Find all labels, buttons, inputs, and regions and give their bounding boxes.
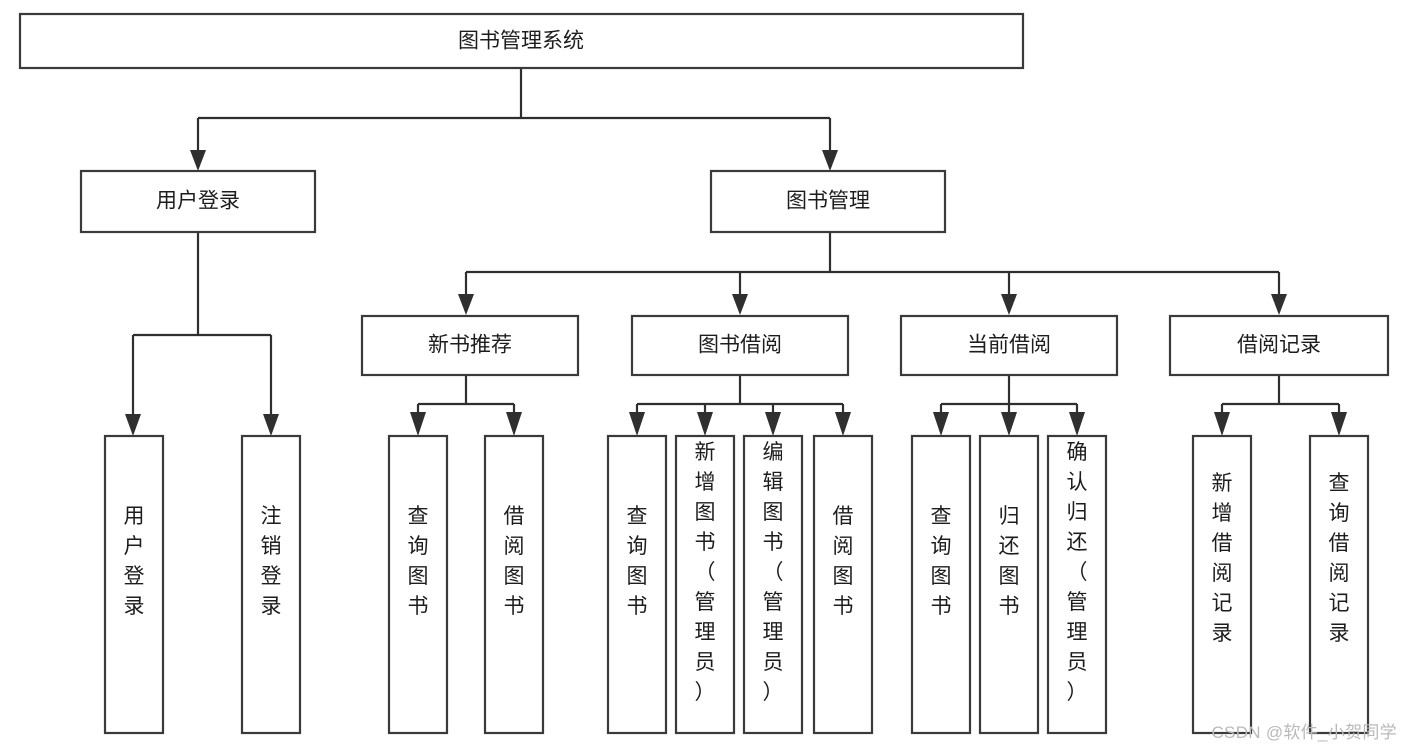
leaf-node-borrow-book-rec[interactable]: 借阅图书 [483,434,545,735]
leaf-query-book-borrow-box[interactable] [606,434,668,735]
arrow-head-current-leaf2 [1001,412,1017,436]
node-book-borrow[interactable]: 图书借阅 [630,314,850,377]
arrow-head-book-manage [822,150,838,171]
leaf-return-book-box[interactable] [978,434,1040,735]
leaf-query-book-borrow-label: 查询图书 [627,505,648,618]
connector-group-root [190,68,838,171]
connector-group-book-borrow [629,375,851,436]
node-user-login-box[interactable] [79,169,317,234]
node-borrow-record-box[interactable] [1168,314,1390,377]
connector-group-current-borrow [933,375,1085,436]
node-book-borrow-label: 图书借阅 [698,334,782,357]
node-current-borrow-label: 当前借阅 [967,334,1051,357]
leaf-query-borrow-record-label: 查询借阅记录 [1329,472,1350,645]
arrow-head-borrow-leaf3 [765,412,781,436]
leaf-node-logout[interactable]: 注销登录 [240,434,302,735]
leaf-return-book-label: 归还图书 [999,505,1020,618]
leaf-edit-book-admin-label: 编辑图书（管理员） [763,441,784,704]
connector-group-book-manage [458,232,1287,315]
leaf-node-user-login[interactable]: 用户登录 [103,434,165,735]
leaf-borrow-book-rec-box[interactable] [483,434,545,735]
leaf-node-query-book-current[interactable]: 查询图书 [910,434,972,735]
node-user-login[interactable]: 用户登录 [79,169,317,234]
leaf-edit-book-admin-box[interactable] [742,434,804,735]
node-new-book-recommend[interactable]: 新书推荐 [360,314,580,377]
leaf-user-login-label: 用户登录 [124,505,145,618]
node-user-login-label: 用户登录 [156,190,240,213]
leaf-logout-label: 注销登录 [261,505,282,618]
leaf-confirm-return-admin-label: 确认归还（管理员） [1067,441,1088,704]
leaf-node-query-book-borrow[interactable]: 查询图书 [606,434,668,735]
node-book-management-box[interactable] [709,169,947,234]
node-book-management[interactable]: 图书管理 [709,169,947,234]
leaf-node-add-borrow-record[interactable]: 新增借阅记录 [1191,434,1253,735]
leaf-logout-box[interactable] [240,434,302,735]
node-root-box[interactable] [18,12,1025,70]
arrow-head-borrow-record [1271,294,1287,315]
arrow-head-current-borrow [1001,294,1017,315]
node-root-system[interactable]: 图书管理系统 [18,12,1025,70]
leaf-node-query-borrow-record[interactable]: 查询借阅记录 [1308,434,1370,735]
arrow-head-borrow-leaf4 [835,412,851,436]
node-current-borrow[interactable]: 当前借阅 [899,314,1119,377]
arrow-head-current-leaf3 [1069,412,1085,436]
connector-group-new-book-rec [410,375,522,436]
arrow-head-leaf-user-login [125,414,141,436]
node-current-borrow-box[interactable] [899,314,1119,377]
leaf-add-book-admin-label: 新增图书（管理员） [695,441,716,704]
leaf-borrow-book-label: 借阅图书 [833,505,854,618]
arrow-head-record-leaf1 [1214,412,1230,436]
arrow-head-leaf-logout [263,414,279,436]
leaf-add-borrow-record-label: 新增借阅记录 [1212,472,1233,645]
node-borrow-record[interactable]: 借阅记录 [1168,314,1390,377]
leaf-node-borrow-book[interactable]: 借阅图书 [812,434,874,735]
arrow-head-new-book-rec [458,294,474,315]
leaf-query-borrow-record-box[interactable] [1308,434,1370,735]
csdn-watermark: CSDN @软件_小贺同学 [1211,723,1397,742]
arrow-head-borrow-leaf1 [629,412,645,436]
arrow-head-newbook-leaf2 [506,412,522,436]
arrow-head-record-leaf2 [1331,412,1347,436]
leaf-node-edit-book-admin[interactable]: 编辑图书（管理员） [742,434,804,735]
leaf-query-book-rec-box[interactable] [387,434,449,735]
arrow-head-newbook-leaf1 [410,412,426,436]
leaf-node-add-book-admin[interactable]: 新增图书（管理员） [674,434,736,735]
node-borrow-record-label: 借阅记录 [1237,334,1321,357]
arrow-head-current-leaf1 [933,412,949,436]
arrow-head-user-login [190,150,206,171]
arrow-head-borrow-leaf2 [697,412,713,436]
node-root-label: 图书管理系统 [458,30,584,53]
leaf-add-book-admin-box[interactable] [674,434,736,735]
node-book-borrow-box[interactable] [630,314,850,377]
leaf-query-book-current-label: 查询图书 [931,505,952,618]
leaf-node-confirm-return-admin[interactable]: 确认归还（管理员） [1046,434,1108,735]
leaf-node-query-book-rec[interactable]: 查询图书 [387,434,449,735]
node-new-book-recommend-label: 新书推荐 [428,334,512,357]
leaf-confirm-return-admin-box[interactable] [1046,434,1108,735]
connector-group-borrow-record [1214,375,1347,436]
arrow-head-book-borrow [732,294,748,315]
leaf-borrow-book-rec-label: 借阅图书 [504,505,525,618]
leaf-user-login-box[interactable] [103,434,165,735]
node-new-book-recommend-box[interactable] [360,314,580,377]
leaf-query-book-rec-label: 查询图书 [408,505,429,618]
leaf-node-return-book[interactable]: 归还图书 [978,434,1040,735]
leaf-borrow-book-box[interactable] [812,434,874,735]
leaf-add-borrow-record-box[interactable] [1191,434,1253,735]
node-book-management-label: 图书管理 [786,190,870,213]
connector-group-user-login [125,232,279,436]
leaf-query-book-current-box[interactable] [910,434,972,735]
